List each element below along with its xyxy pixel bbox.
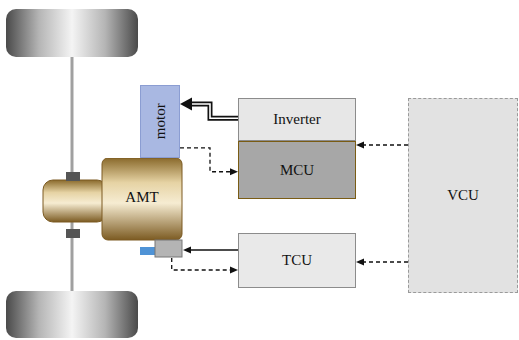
signal-line — [363, 261, 408, 262]
wheel — [6, 9, 138, 57]
control-line — [190, 249, 238, 250]
arrow-head — [356, 258, 364, 265]
axle-joint — [66, 229, 80, 238]
node-label: AMT — [102, 189, 182, 206]
signal-line — [172, 258, 231, 270]
gearbox-shape: AMT — [42, 158, 183, 258]
gearbox-body — [102, 158, 182, 240]
signal-line — [363, 144, 408, 145]
connector — [180, 148, 238, 175]
connector — [180, 97, 238, 118]
arrow-head — [230, 168, 238, 175]
power-line-core — [191, 104, 238, 118]
actuator-rod — [140, 247, 156, 255]
controller-box: TCU — [238, 233, 356, 288]
signal-line — [180, 148, 231, 172]
arrow-head — [183, 246, 191, 253]
node-label: VCU — [447, 187, 479, 204]
arrow-head — [180, 97, 192, 110]
gearbox-shaft — [43, 180, 107, 222]
connector — [172, 258, 238, 274]
node-label: TCU — [282, 252, 312, 269]
controller-box: MCU — [238, 141, 356, 199]
gearbox-outline — [42, 158, 183, 258]
power-line — [191, 104, 238, 118]
shift-actuator — [155, 240, 182, 257]
connector — [183, 246, 238, 253]
connector — [356, 141, 408, 148]
arrow-head — [230, 267, 238, 274]
axle-joint — [66, 172, 80, 181]
controller-box: VCU — [408, 98, 518, 293]
node-label: Inverter — [273, 111, 320, 128]
node-label: motor — [152, 104, 169, 140]
wheel — [6, 291, 138, 338]
arrow-head — [356, 141, 364, 148]
connector — [356, 258, 408, 265]
inverter-box: Inverter — [238, 98, 356, 141]
motor-box: motor — [140, 85, 180, 158]
node-label: MCU — [280, 162, 314, 179]
